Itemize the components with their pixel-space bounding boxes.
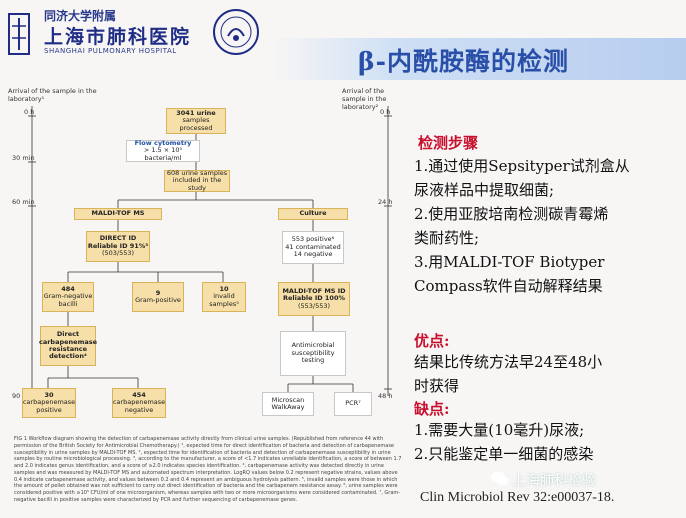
flowchart-connectors <box>28 106 392 396</box>
step-line: 类耐药性; <box>414 229 480 247</box>
step-line: 2.使用亚胺培南检测碳青霉烯 <box>414 205 609 223</box>
hospital-name: 上海市肺科医院 <box>44 26 192 48</box>
tick-right-48: 48 h <box>378 392 393 400</box>
citation: Clin Microbiol Rev 32:e00037-18. <box>420 490 615 505</box>
tick-right-0: 0 h <box>380 108 391 116</box>
box-maldi-tof: MALDI-TOF MS <box>74 208 162 220</box>
cons-line: 2.只能鉴定单一细菌的感染 <box>414 445 594 463</box>
tick-left-60: 60 min <box>12 198 35 206</box>
tick-right-24: 24 h <box>378 198 393 206</box>
pros-line: 结果比传统方法早24至48小 <box>414 353 603 371</box>
left-axis-label: Arrival of the sample in the laboratory¹ <box>8 87 97 103</box>
steps-heading: 检测步骤 <box>418 134 479 152</box>
steps-list: 1.通过使用Sepsityper试剂盒从 尿液样品中提取细菌; 2.使用亚胺培南… <box>414 154 682 298</box>
tick-left-30: 30 min <box>12 154 35 162</box>
cons-list: 1.需要大量(10毫升)尿液; 2.只能鉴定单一细菌的感染 <box>414 418 682 466</box>
box-culture: Culture <box>278 208 348 220</box>
slide-title: β-内酰胺酶的检测 <box>358 47 569 76</box>
cons-line: 1.需要大量(10毫升)尿液; <box>414 421 585 439</box>
pros-heading: 优点: <box>414 332 450 350</box>
step-line: Compass软件自动解释结果 <box>414 277 603 295</box>
step-line: 1.通过使用Sepsityper试剂盒从 <box>414 157 630 175</box>
right-axis-label: Arrival of the sample in the laboratory² <box>342 87 387 111</box>
tongji-logo-icon <box>8 13 30 55</box>
hospital-seal-icon <box>213 9 259 55</box>
cons-heading: 缺点: <box>414 400 450 418</box>
wechat-watermark-icon <box>491 471 509 486</box>
box-pcr: PCR⁷ <box>334 392 372 416</box>
box-flow-cytometry: Flow cytometry> 1.5 × 10⁵ bacteria/ml <box>126 139 200 162</box>
figure-caption: FIG 1 Workflow diagram showing the detec… <box>14 436 402 503</box>
step-line: 尿液样品中提取细菌; <box>414 181 555 199</box>
watermark-text: 上海肺科检验 <box>512 473 596 489</box>
workflow-diagram: Arrival of the sample in the laboratory¹… <box>8 86 408 518</box>
hospital-name-en: SHANGHAI PULMONARY HOSPITAL <box>44 47 177 55</box>
pros-list: 结果比传统方法早24至48小 时获得 <box>414 350 682 398</box>
title-banner <box>270 38 686 80</box>
tick-left-0: 0 h <box>24 108 35 116</box>
header-affiliation: 同济大学附属 <box>44 9 117 23</box>
pros-line: 时获得 <box>414 377 460 395</box>
step-line: 3.用MALDI-TOF Biotyper <box>414 253 605 271</box>
